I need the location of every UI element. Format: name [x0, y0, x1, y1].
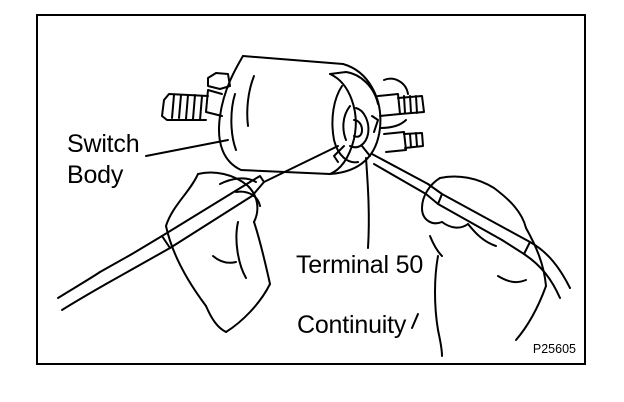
switch-body-label-line-2: Body: [67, 161, 124, 189]
left-hand-icon: [165, 171, 271, 333]
left-probe-icon: [57, 145, 339, 311]
continuity-label: Continuity: [297, 311, 407, 339]
switch-body-leader-line: [145, 139, 229, 157]
switch-body-label-line-1: Switch: [67, 130, 140, 158]
terminal-50-leader-line: [365, 157, 370, 249]
terminal-50-label: Terminal 50: [296, 251, 424, 279]
figure-code: P25605: [532, 341, 576, 356]
right-probe-icon: [371, 153, 571, 299]
right-hand-icon: [421, 175, 547, 357]
solenoid-continuity-illustration: [57, 55, 571, 357]
diagram-frame: Switch Body Terminal 50 Continuity P2560…: [36, 14, 586, 365]
continuity-leader-line: [411, 313, 419, 329]
starter-solenoid-switch-icon: [161, 55, 425, 175]
